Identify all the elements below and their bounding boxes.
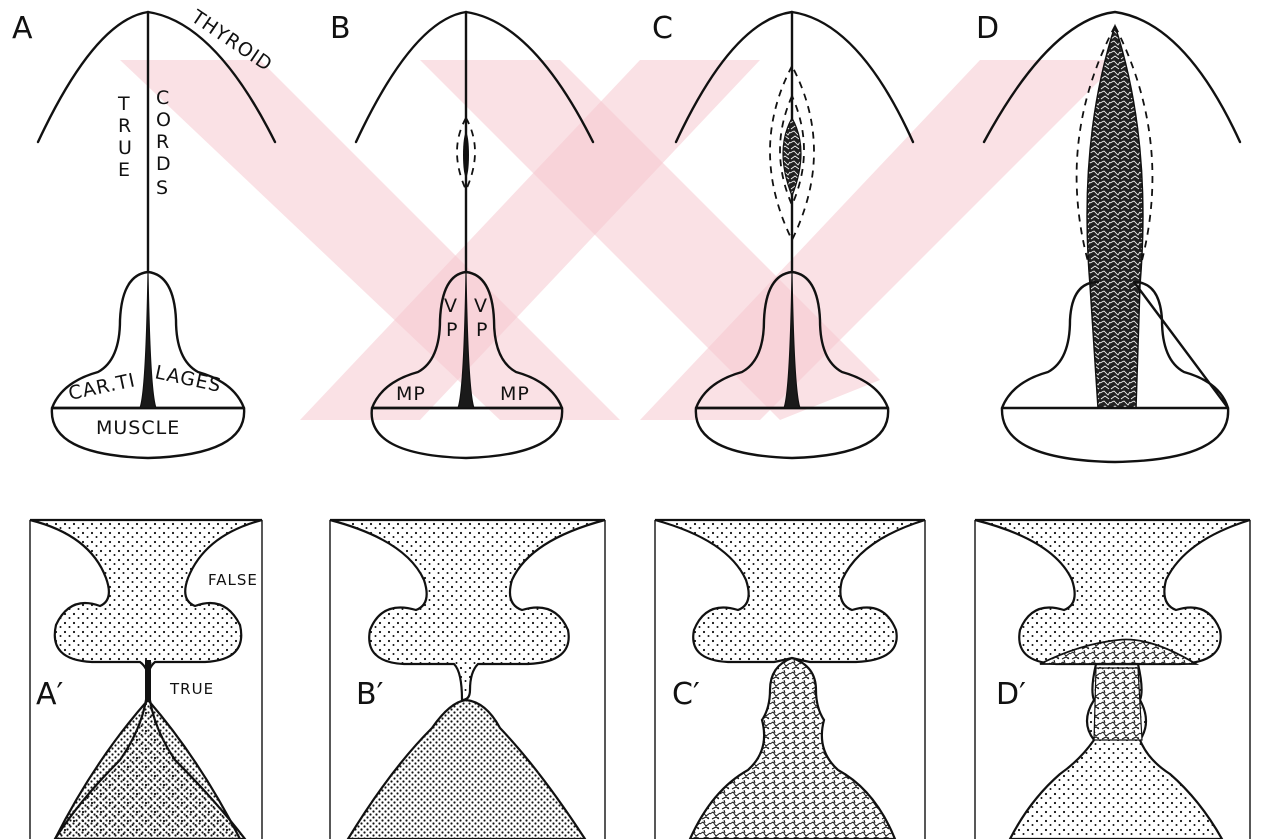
- cords-letter-c: C: [156, 87, 170, 109]
- false-cord-label: FALSE: [208, 571, 258, 589]
- lesion-subglottic: [1094, 668, 1142, 740]
- watermark: [120, 60, 1120, 420]
- panel-a-prime: A′ FALSE TRUE: [30, 520, 262, 839]
- true-letter-r: R: [118, 115, 132, 137]
- airway-section: [330, 520, 605, 700]
- panel-letter-a-prime: A′: [36, 677, 64, 712]
- cartilages-label-left: CAR.TI: [66, 369, 137, 405]
- subglottic-region: [55, 700, 240, 839]
- vp-left-p: P: [446, 319, 458, 341]
- true-letter-u: U: [118, 137, 133, 159]
- panel-letter-c: C: [652, 11, 673, 46]
- panel-letter-b-prime: B′: [356, 677, 384, 712]
- cords-letter-d: D: [156, 153, 172, 175]
- panel-c-prime: C′: [655, 520, 925, 839]
- true-cord-gap: [145, 660, 151, 702]
- edema-core: [463, 133, 469, 177]
- muscle-label: MUSCLE: [96, 417, 180, 439]
- panel-letter-a: A: [12, 11, 33, 46]
- lesion-core: [783, 118, 801, 196]
- cords-letter-r: R: [156, 131, 170, 153]
- true-letter-e: E: [118, 159, 131, 181]
- panel-letter-b: B: [330, 11, 351, 46]
- panel-letter-d-prime: D′: [996, 677, 1026, 712]
- panel-b-prime: B′: [330, 520, 605, 839]
- subglottic-region: [348, 700, 585, 839]
- panel-letter-d: D: [976, 11, 999, 46]
- panel-d-prime: D′: [975, 520, 1250, 839]
- mp-right-label: MP: [500, 383, 530, 405]
- cords-letter-s: S: [156, 177, 169, 199]
- muscle-shape: [1002, 408, 1228, 462]
- mp-left-label: MP: [396, 383, 426, 405]
- cartilages-label-right: LAGES: [153, 361, 224, 397]
- vp-left-v: V: [444, 295, 458, 317]
- true-cord-label: TRUE: [169, 680, 214, 698]
- panel-letter-c-prime: C′: [672, 677, 700, 712]
- true-letter-t: T: [117, 93, 131, 115]
- cords-letter-o: O: [156, 109, 172, 131]
- vp-right-p: P: [476, 319, 488, 341]
- arytenoid-center: [140, 272, 156, 408]
- airway-section: [655, 520, 925, 662]
- vp-right-v: V: [474, 295, 488, 317]
- lesion-subglottic: [690, 658, 895, 839]
